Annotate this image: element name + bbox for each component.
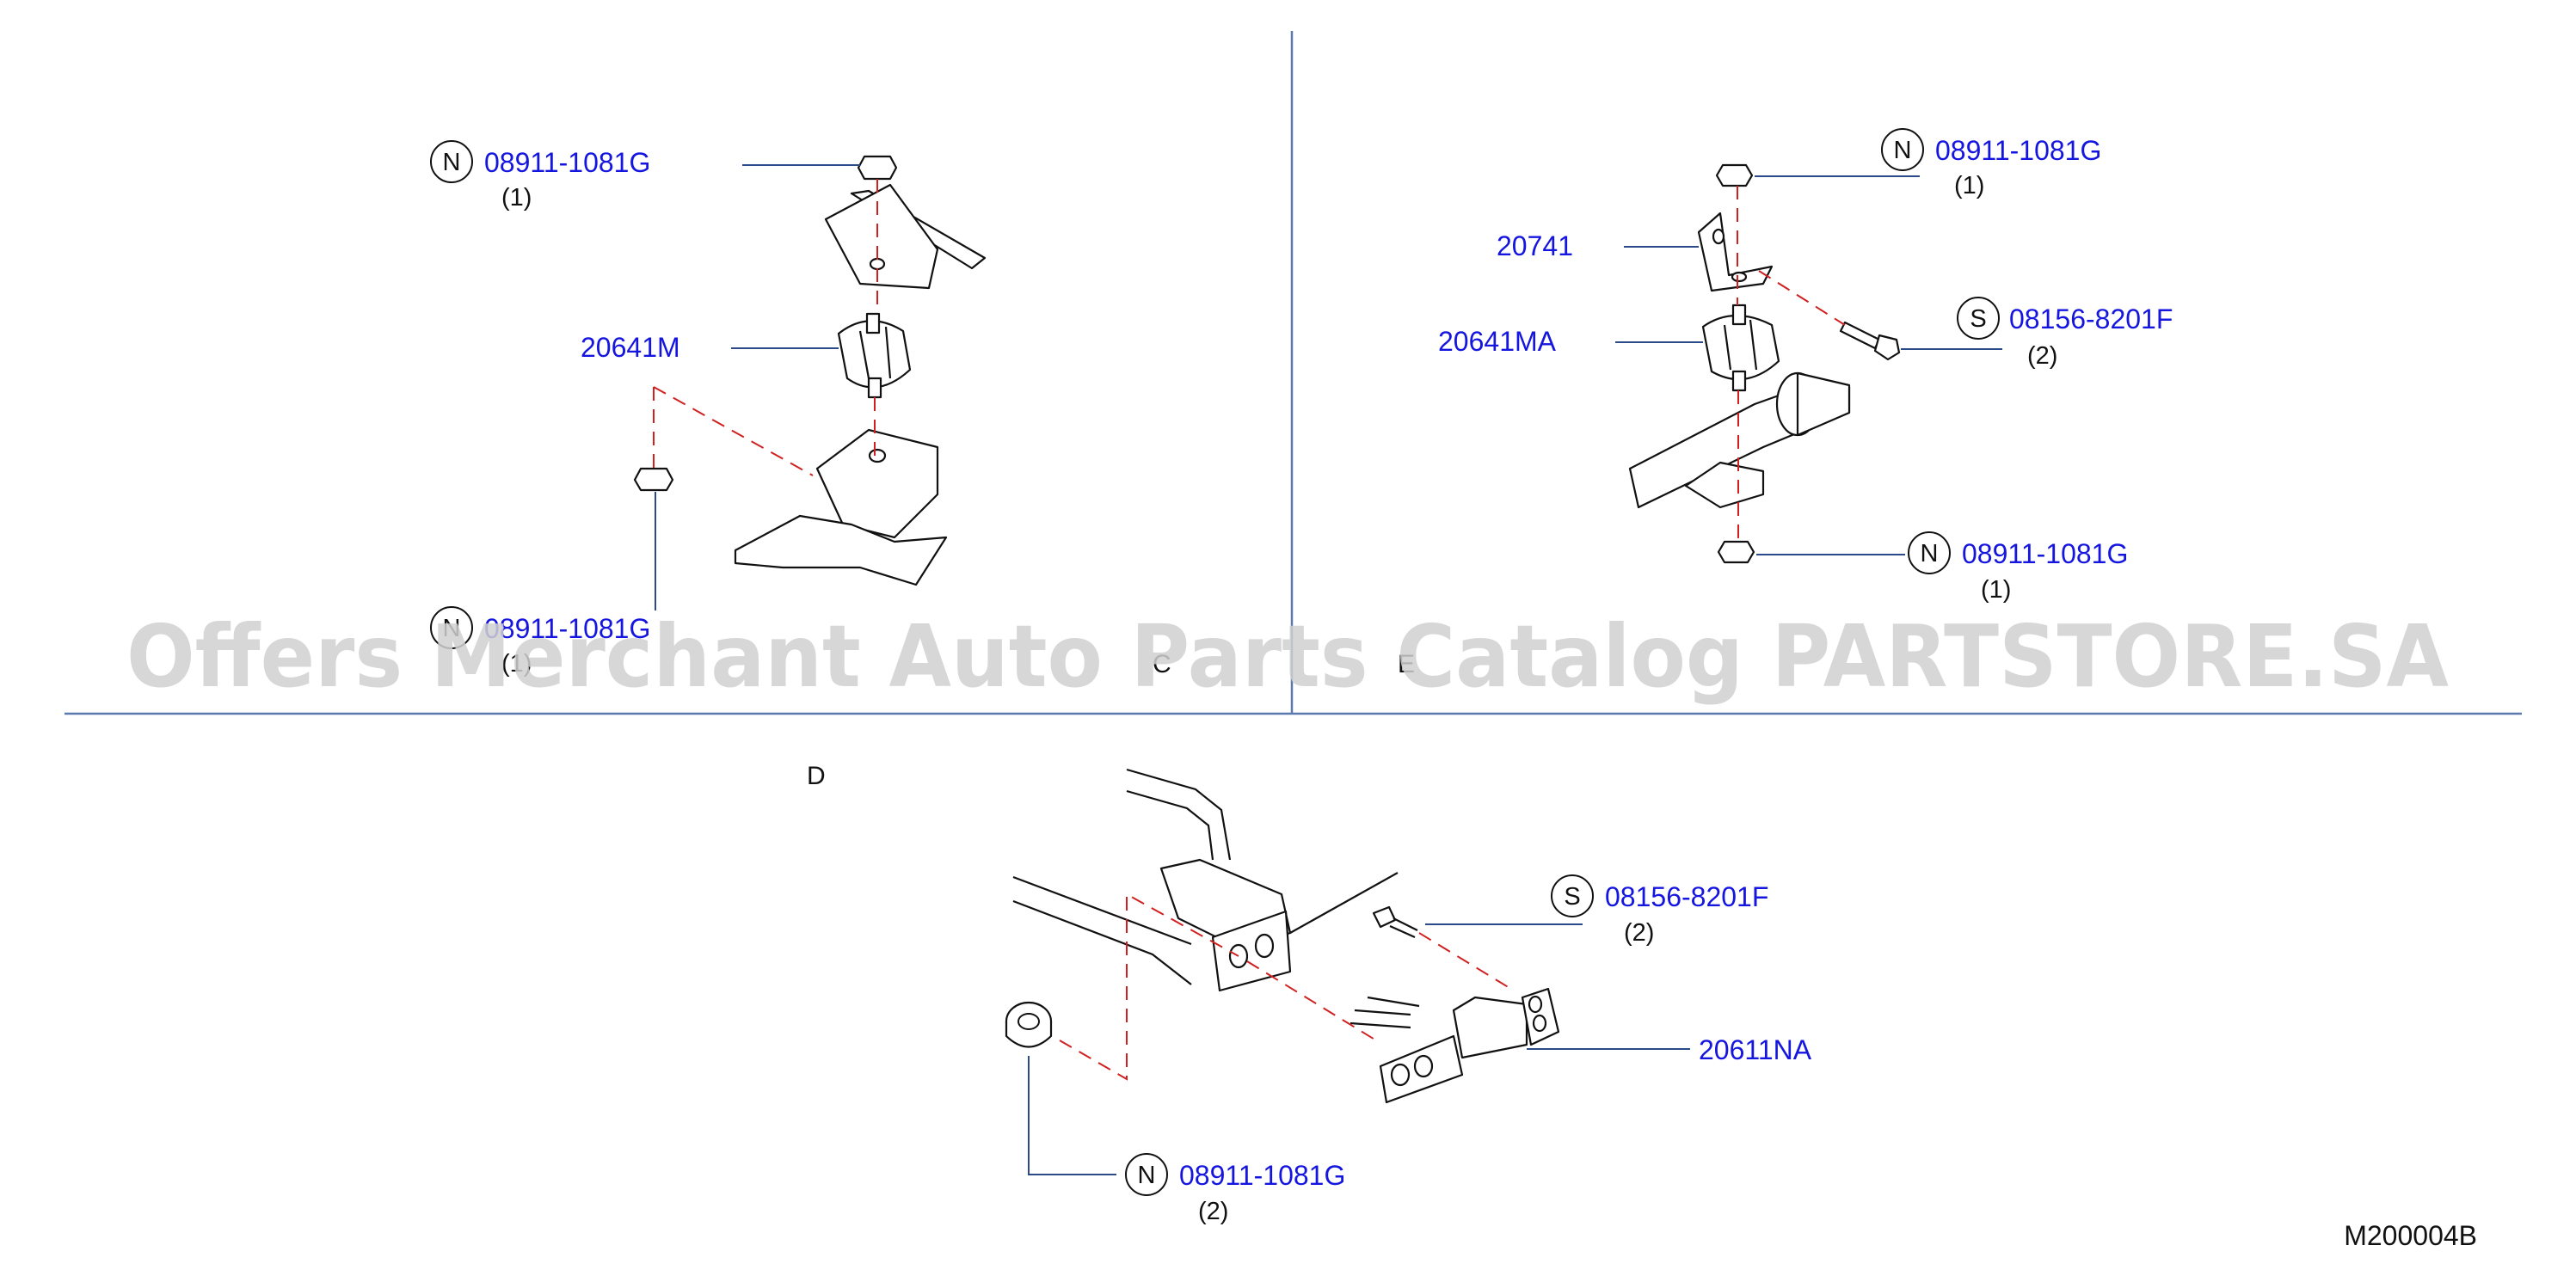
nut-top: [1715, 163, 1754, 187]
frame-lower: [734, 514, 948, 586]
badge-letter: N: [443, 615, 461, 642]
frame-rail-right: [1289, 872, 1399, 934]
lower-bracket-hole: [868, 448, 887, 463]
badge-n: [1908, 531, 1951, 574]
bracket-hole-a: [1712, 228, 1725, 245]
nut-hole: [1017, 1013, 1040, 1030]
quantity: (1): [1981, 576, 2011, 604]
section-label-d: D: [807, 762, 826, 790]
quantity: (2): [2027, 342, 2057, 370]
hanger-studs: [1349, 996, 1420, 1029]
hanger-hole-d: [1532, 1014, 1547, 1033]
part-number-link[interactable]: 08156-8201F: [1605, 881, 1768, 912]
nut-side: [1005, 1021, 1053, 1048]
hanger-hole-a: [1390, 1063, 1411, 1087]
badge-n: [1881, 128, 1924, 171]
part-number-link[interactable]: 20641MA: [1438, 326, 1557, 357]
rubber-mount-20641M: [837, 320, 912, 389]
section-label-c: C: [1153, 650, 1171, 678]
mount-stud-bottom: [867, 377, 882, 399]
quantity: (1): [501, 650, 532, 678]
part-number-link[interactable]: 20641M: [581, 332, 680, 363]
bracket-hole: [869, 257, 886, 271]
badge-n: [430, 140, 473, 183]
frame-rail-lower: [1012, 875, 1192, 985]
mount-stud-top: [865, 312, 881, 334]
hanger-hole-c: [1528, 995, 1543, 1014]
badge-letter: N: [1921, 540, 1939, 567]
rubber-mount-20641MA: [1701, 314, 1780, 381]
badge-letter: S: [1564, 883, 1580, 911]
dashed-align-3: [653, 386, 814, 476]
bolt-shaft: [1839, 321, 1881, 350]
pipe-hanger-bracket: [1684, 461, 1765, 509]
dashed-align-1: [1059, 893, 1377, 1081]
panel-top-left: N 08911-1081G (1) 20641M N 08911-1081G (…: [430, 140, 987, 678]
part-number-link[interactable]: 20741: [1497, 230, 1573, 261]
mounting-bracket-upper: [824, 183, 939, 290]
mount-stud-bottom: [1731, 370, 1747, 392]
badge-letter: N: [1138, 1162, 1156, 1189]
nut-bottom: [1717, 540, 1755, 564]
badge-letter: S: [1970, 305, 1986, 333]
quantity: (1): [1954, 172, 1984, 199]
part-number-link[interactable]: 08911-1081G: [484, 147, 650, 178]
pipe-body: [1796, 371, 1851, 437]
badge-letter: N: [443, 149, 461, 176]
badge-letter: N: [1894, 137, 1912, 164]
mount-slits: [1723, 319, 1758, 371]
panel-top-right: N 08911-1081G (1) 20741 20641MA S 08156-…: [1438, 128, 2173, 604]
diagram-reference-code: M200004B: [2344, 1220, 2477, 1251]
nut-top: [857, 155, 898, 181]
quantity: (2): [1198, 1198, 1228, 1225]
bolt-head: [1372, 905, 1397, 929]
bolt-head: [1873, 334, 1901, 361]
panel-bottom: S 08156-8201F (2) 20611NA N 08911-1081G …: [1005, 768, 1812, 1225]
leader-3: [1028, 1056, 1116, 1175]
bracket-hole-b: [1254, 933, 1275, 959]
part-number-link[interactable]: 08911-1081G: [1179, 1160, 1345, 1191]
part-number-link[interactable]: 08911-1081G: [1935, 135, 2101, 166]
watermark-text: Offers Merchant Auto Parts Catalog PARTS…: [126, 606, 2449, 707]
quantity: (2): [1624, 919, 1654, 947]
mount-slits: [858, 326, 892, 379]
section-label-e: E: [1398, 650, 1415, 678]
bolt-shaft: [1389, 917, 1418, 939]
quantity: (1): [501, 184, 532, 212]
badge-n: [1125, 1153, 1168, 1196]
part-number-link[interactable]: 08156-8201F: [2009, 304, 2173, 334]
hanger-rubber: [1452, 996, 1528, 1059]
dashed-align-2: [1418, 932, 1515, 991]
nut-left: [633, 467, 674, 492]
bracket-plate: [1211, 910, 1292, 992]
frame-rail-upper: [1126, 768, 1232, 861]
part-number-link[interactable]: 08911-1081G: [1962, 538, 2128, 569]
dashed-align-2: [1758, 270, 1846, 326]
bracket-hole-b: [1731, 271, 1748, 283]
part-number-link[interactable]: 20611NA: [1699, 1034, 1812, 1065]
hanger-hole-b: [1413, 1054, 1434, 1078]
part-number-link[interactable]: 08911-1081G: [484, 613, 650, 644]
badge-n: [430, 606, 473, 649]
mount-stud-top: [1731, 304, 1747, 326]
badge-s: [1957, 297, 2000, 340]
badge-s: [1551, 874, 1594, 917]
